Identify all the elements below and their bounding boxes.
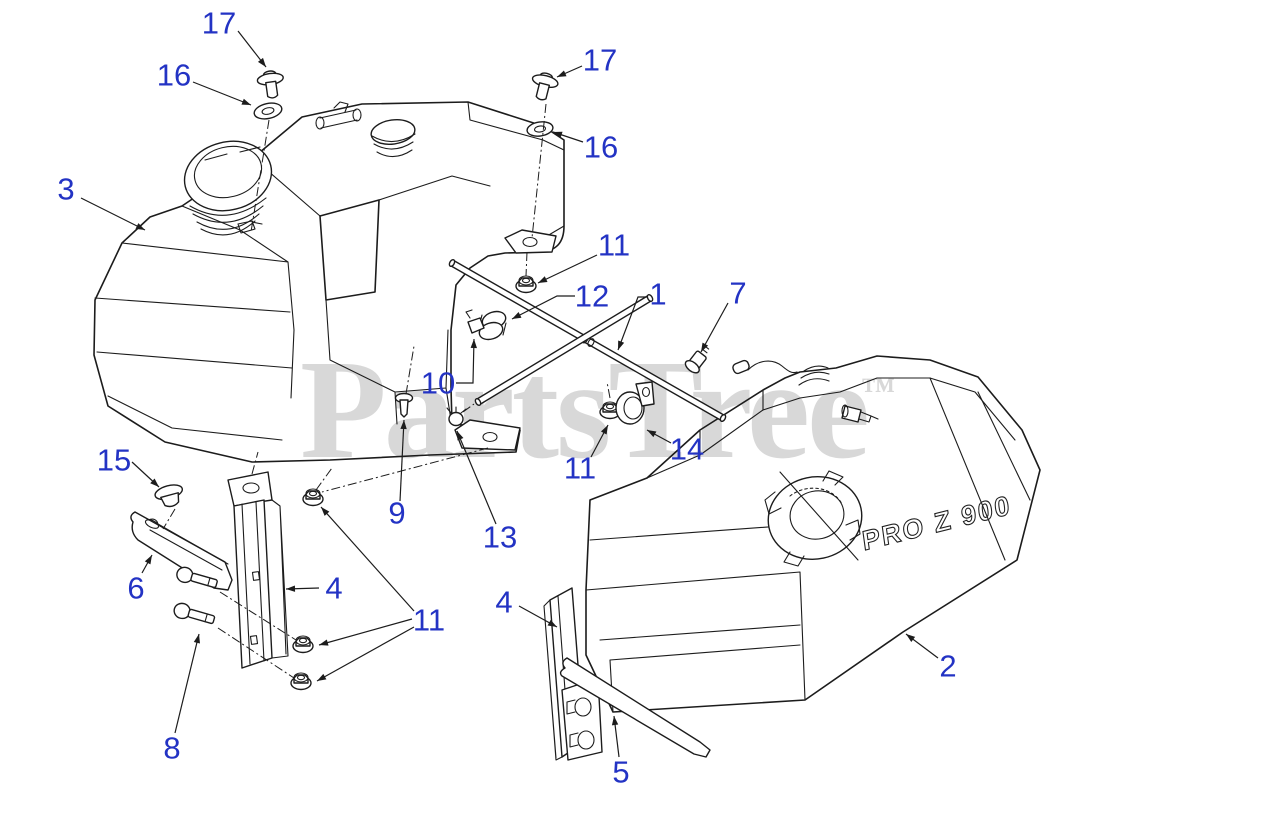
callout-label-4: 4: [495, 585, 512, 620]
leader-arrowhead: [618, 340, 625, 350]
watermark-trademark: ™: [861, 371, 896, 409]
callout-label-5: 5: [612, 755, 629, 790]
leader-arrowhead: [241, 98, 251, 105]
outlet-fitting: [842, 405, 878, 422]
leader-arrowhead: [647, 430, 657, 438]
leader-arrowhead: [553, 131, 563, 138]
callout-label-11: 11: [598, 228, 630, 263]
vent-hose: [732, 359, 829, 385]
left-tank-drawing: [94, 102, 564, 462]
callout-label-16: 16: [584, 130, 618, 165]
leader-arrowhead: [538, 276, 548, 283]
shoulder-bolt-right: [528, 70, 560, 102]
shoulder-bolt-left: [256, 69, 286, 99]
leader-arrowhead: [547, 619, 557, 627]
callout-label-6: 6: [127, 571, 144, 606]
leader-arrowhead: [557, 70, 567, 77]
callout-label-7: 7: [729, 276, 746, 311]
leader-line: [81, 198, 145, 230]
leader-arrowhead: [321, 507, 330, 516]
leader-line: [538, 255, 597, 283]
callout-label-1: 1: [649, 277, 666, 312]
leader-line: [317, 627, 414, 681]
leader-arrowhead: [470, 339, 477, 349]
callout-label-12: 12: [575, 279, 609, 314]
left-fuel-cap: [177, 132, 279, 235]
push-pin: [396, 394, 413, 418]
leader-line: [618, 297, 648, 350]
right-tank-drawing: PRO Z 900: [586, 356, 1040, 712]
leader-line: [512, 296, 575, 319]
leader-arrowhead: [600, 425, 608, 435]
fuel-line: [448, 259, 726, 422]
hose-clamp: [466, 309, 508, 343]
leader-arrowhead: [319, 639, 329, 646]
left-bracket-assembly: [131, 472, 288, 668]
leader-line: [175, 634, 199, 733]
cushion-clamp: [616, 382, 654, 424]
callout-label-17: 17: [202, 6, 236, 41]
callout-label-16: 16: [157, 58, 191, 93]
leader-arrowhead: [457, 431, 464, 441]
left-top-port: [316, 102, 361, 129]
right-fuel-cap: [761, 468, 870, 568]
leader-arrowhead: [317, 673, 327, 681]
callout-label-9: 9: [388, 496, 405, 531]
washer-right: [526, 120, 554, 137]
leader-arrowhead: [611, 716, 619, 726]
leader-arrowhead: [512, 312, 522, 319]
callout-label-8: 8: [163, 731, 180, 766]
molded-label: PRO Z 900: [860, 489, 1013, 557]
leader-line: [456, 339, 474, 383]
washer-left: [253, 101, 284, 121]
leader-line: [400, 420, 404, 501]
callout-label-2: 2: [939, 649, 956, 684]
left-filler-neck: [370, 117, 417, 156]
callout-label-3: 3: [57, 172, 74, 207]
leader-line: [193, 82, 251, 105]
spring-clip: [447, 407, 466, 426]
leader-line: [319, 619, 412, 645]
leader-arrowhead: [150, 478, 159, 487]
leader-line: [321, 507, 414, 611]
callout-label-13: 13: [483, 520, 517, 555]
leader-line: [457, 431, 496, 524]
plug: [154, 482, 186, 510]
right-bracket-assembly: [544, 588, 710, 760]
center-lines: [163, 104, 610, 678]
leader-arrowhead: [906, 634, 916, 642]
elbow-fitting: [683, 343, 713, 375]
callout-label-11: 11: [413, 603, 445, 638]
callout-label-4: 4: [325, 571, 342, 606]
callout-label-11: 11: [564, 451, 596, 486]
callout-label-10: 10: [421, 366, 455, 401]
leader-arrowhead: [701, 342, 709, 352]
callout-label-15: 15: [97, 443, 131, 478]
leader-line: [701, 303, 728, 352]
strap-5: [561, 658, 710, 757]
leader-arrowhead: [193, 634, 200, 644]
leader-arrowhead: [144, 555, 152, 565]
callout-label-17: 17: [583, 43, 617, 78]
callout-label-14: 14: [670, 432, 704, 467]
leader-arrowhead: [257, 57, 266, 67]
leader-arrowhead: [400, 420, 407, 430]
leader-arrowhead: [286, 585, 296, 592]
leader-arrowhead: [135, 223, 145, 230]
